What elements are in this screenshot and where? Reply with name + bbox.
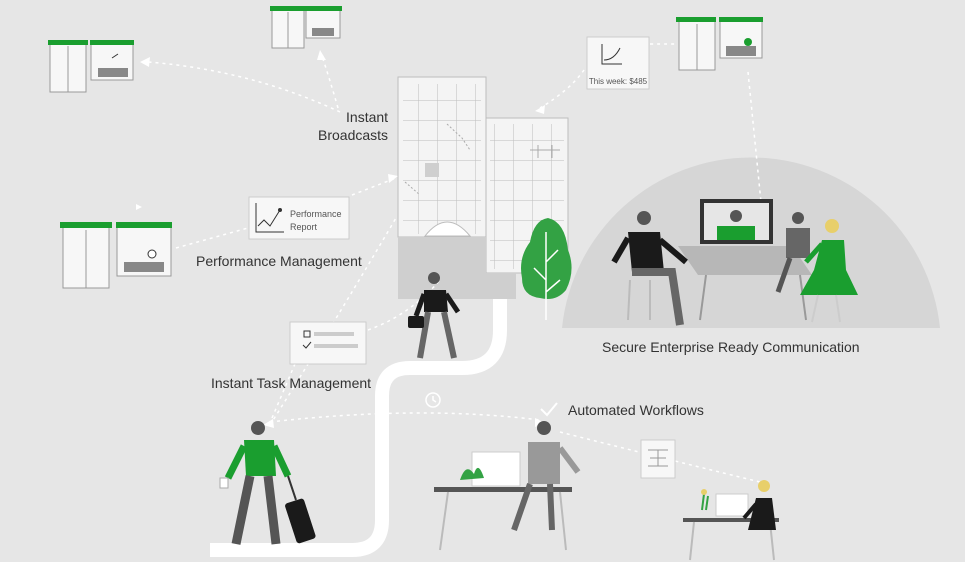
performance-report-card <box>248 196 350 240</box>
desk-woman <box>683 480 779 561</box>
desk-worker <box>434 421 581 551</box>
road-path <box>210 298 507 557</box>
workflow-icon <box>648 449 668 467</box>
store-top-right <box>676 17 763 71</box>
store-left <box>60 204 172 289</box>
traveler <box>219 421 316 545</box>
performance-report-line1: Performance <box>290 209 342 219</box>
task-card <box>289 321 367 365</box>
chart-icon <box>255 203 284 233</box>
secure-communication-label: Secure Enterprise Ready Communication <box>602 339 860 355</box>
store-top-left <box>48 40 134 93</box>
checkmark-icon <box>540 402 558 417</box>
tree <box>521 218 572 320</box>
walking-man <box>408 272 461 359</box>
workflow-card <box>640 439 676 479</box>
meeting-room <box>611 199 858 326</box>
performance-management-label: Performance Management <box>196 253 362 269</box>
store-top <box>270 6 342 49</box>
automated-workflows-label: Automated Workflows <box>568 402 704 418</box>
weekly-sales-text: This week: $485 <box>589 77 648 86</box>
clock-icon <box>425 392 441 408</box>
chart-icon <box>601 44 622 65</box>
instant-broadcasts-label: Instant Broadcasts <box>318 109 389 143</box>
sales-card <box>586 36 650 90</box>
performance-report-line2: Report <box>290 222 318 232</box>
instant-task-management-label: Instant Task Management <box>211 375 372 391</box>
